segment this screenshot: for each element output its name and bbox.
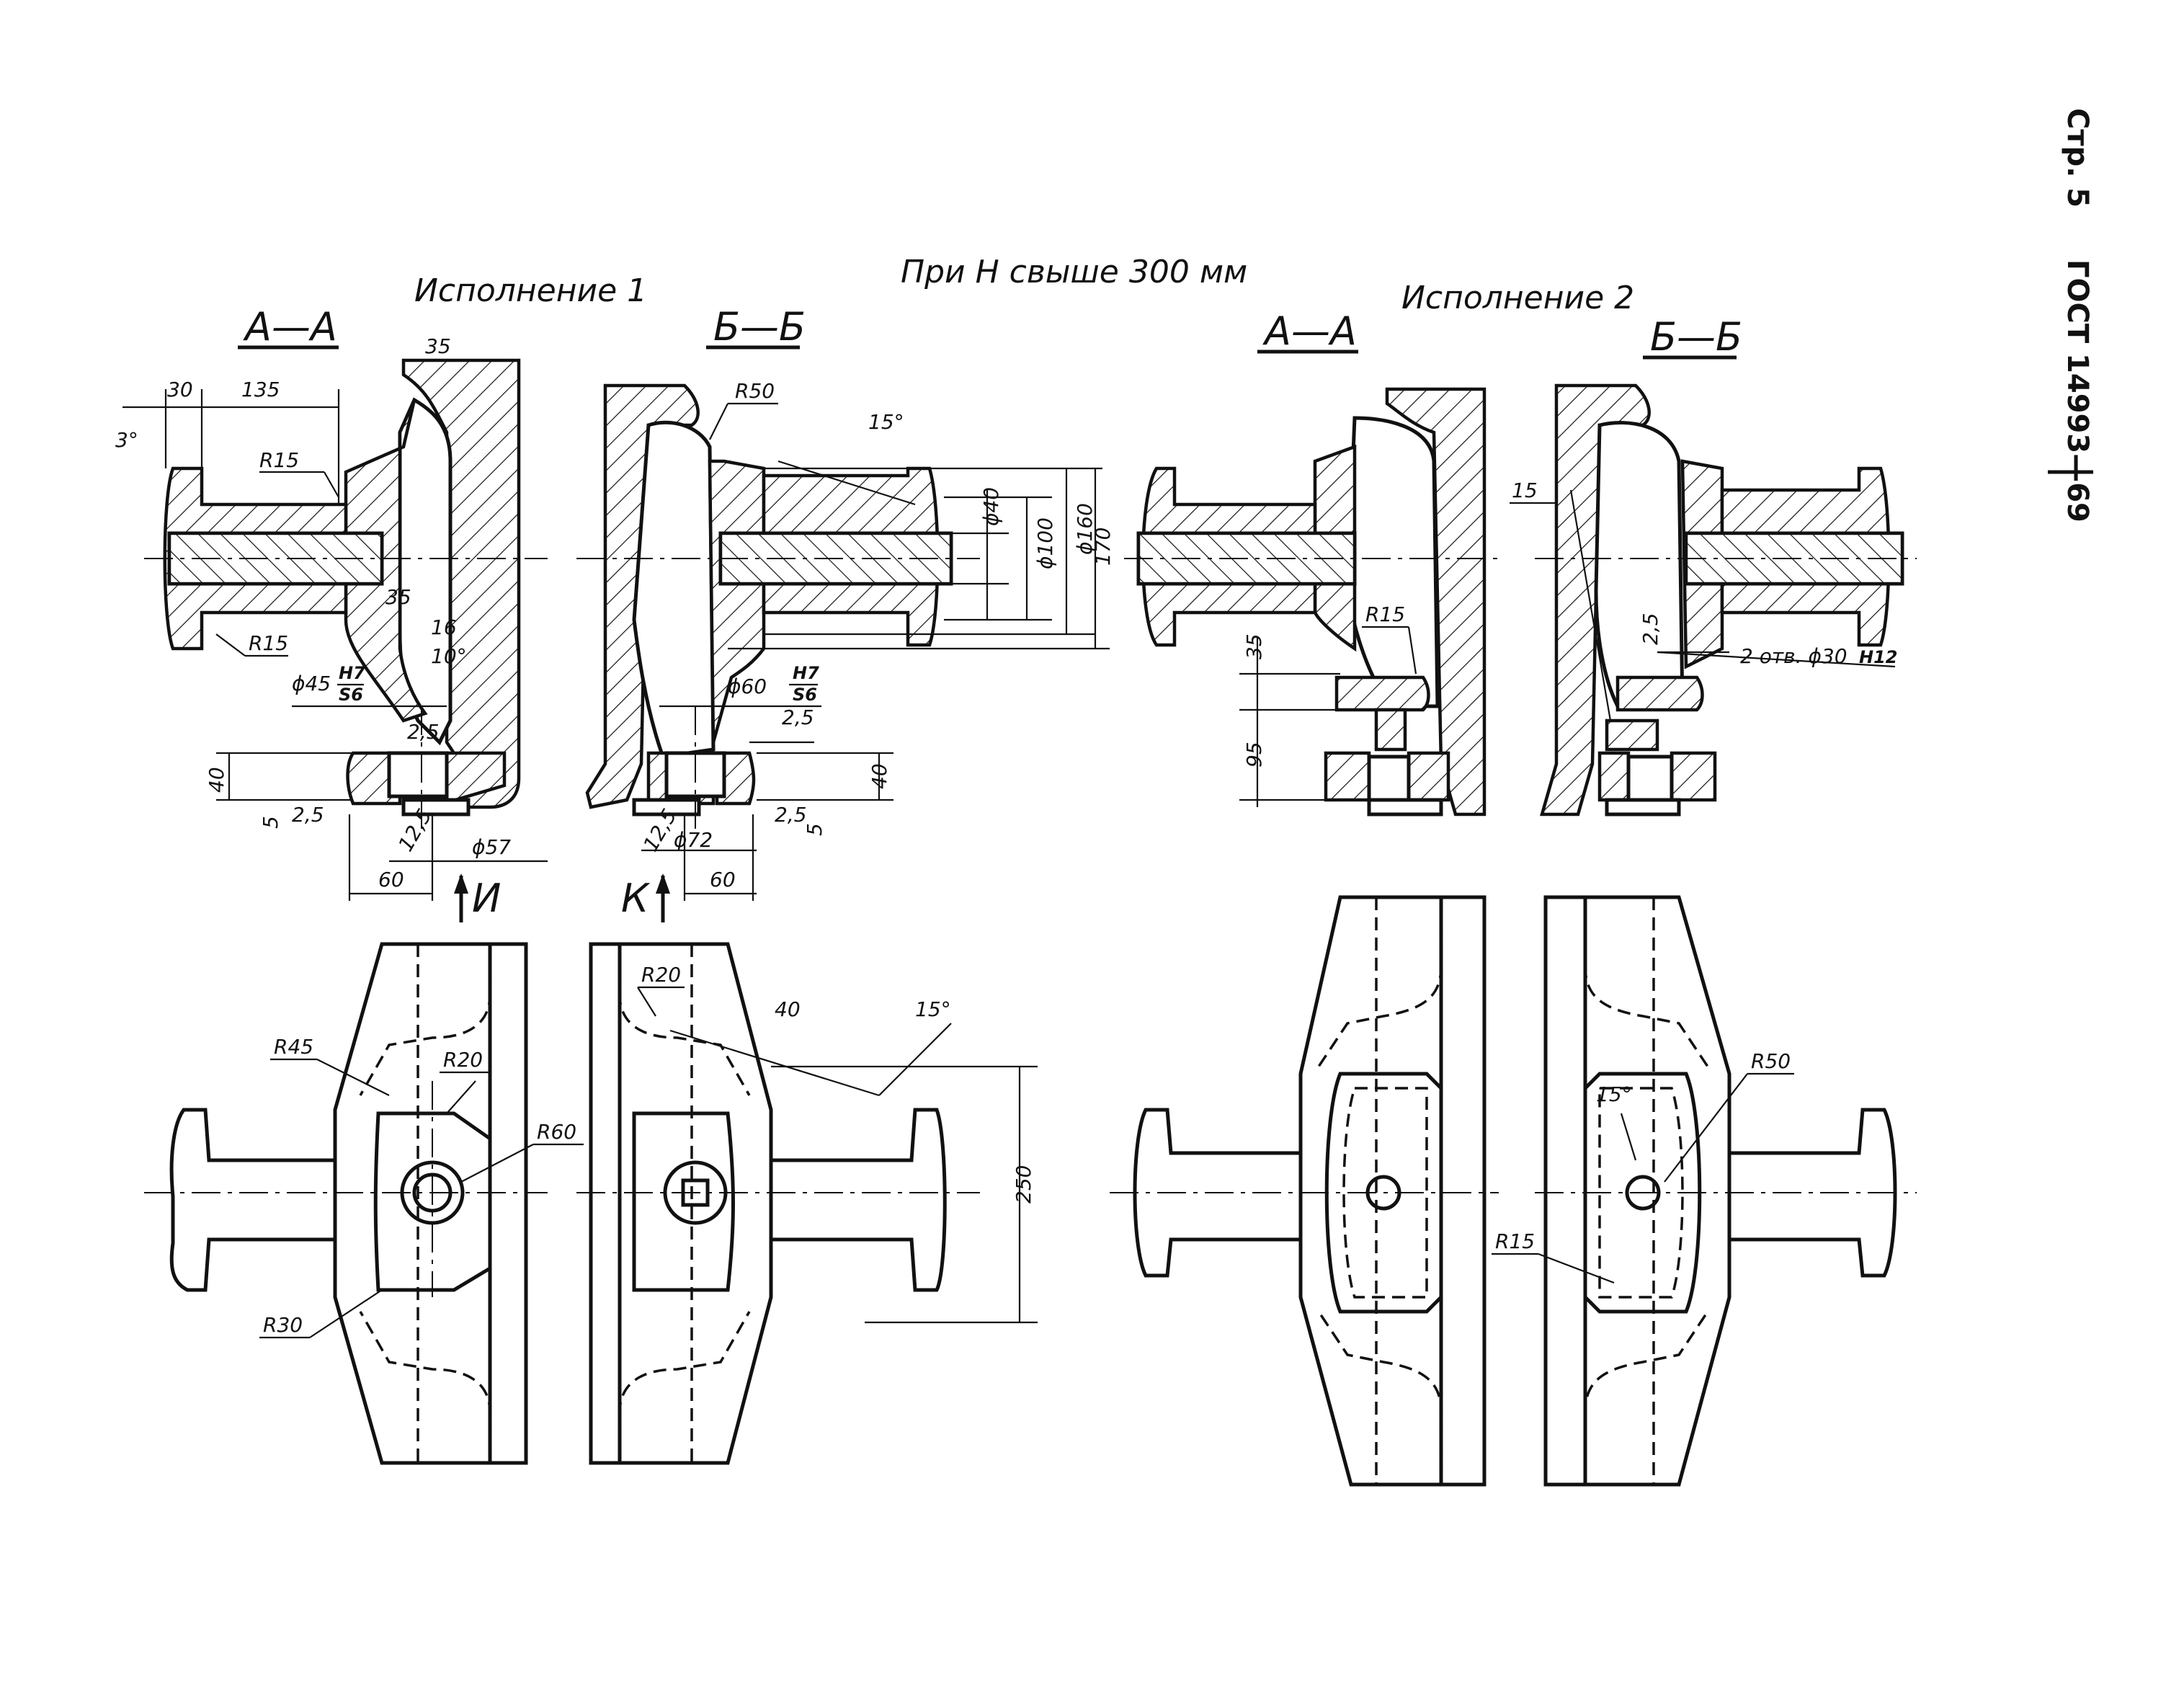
dim-15-v2: 15	[1512, 479, 1538, 502]
dim-r30: R30	[263, 1313, 303, 1337]
roughness-2-5-v2: 2,5	[1639, 613, 1662, 645]
roughness-2-5-bb2: 2,5	[775, 803, 807, 827]
dim-5: 5	[259, 816, 282, 829]
dim-16: 16	[431, 615, 457, 639]
v1-section-bb	[576, 383, 980, 829]
variant-2-title: Исполнение 2	[1401, 280, 1634, 316]
view-label-k: К	[621, 876, 651, 921]
dim-40-plan: 40	[775, 997, 801, 1021]
dim-r15-v2: R15	[1365, 602, 1405, 626]
dim-r50: R50	[735, 379, 775, 403]
v1-plan-dimensions: R45 R20 R60 R30 R20 40 15° 250	[259, 963, 1038, 1339]
fit-h7-b: H7	[793, 663, 819, 683]
dim-phi72: ϕ72	[674, 828, 713, 852]
dim-phi60: ϕ60	[728, 675, 767, 698]
dim-r20-left: R20	[443, 1048, 483, 1072]
variant-1-title: Исполнение 1	[414, 272, 647, 309]
dim-phi160: ϕ160	[1073, 503, 1097, 555]
side-stamp: Стр. 5 ГОСТ 14993—69	[2048, 108, 2094, 522]
dim-angle-15: 15°	[868, 410, 904, 434]
v2-plan-dimensions: 15° R50 R15	[1492, 1049, 1794, 1284]
dim-35: 35	[425, 334, 451, 358]
v1-section-aa	[144, 358, 548, 829]
section-label-v2-bb: Б—Б	[1650, 314, 1742, 360]
v2-plan-view-right	[1535, 895, 1917, 1487]
dim-phi57: ϕ57	[472, 835, 511, 859]
dim-r15-v2-plan: R15	[1495, 1229, 1535, 1253]
v2-plan-view-left	[1110, 895, 1499, 1487]
section-label-v2-aa: А—А	[1262, 308, 1357, 354]
roughness-2-5-b: 2,5	[292, 803, 324, 827]
holes-note: 2 отв. ϕ30	[1740, 644, 1848, 668]
dim-angle-10: 10°	[431, 644, 467, 668]
dim-angle-3: 3°	[115, 428, 138, 452]
dim-phi45: ϕ45	[292, 672, 331, 695]
v2-section-aa	[1124, 387, 1499, 816]
v1-plan-view-left	[144, 942, 548, 1465]
roughness-2-5-bb: 2,5	[782, 706, 814, 729]
dim-35-v2: 35	[1242, 633, 1266, 659]
fit-s6: S6	[339, 685, 363, 705]
dim-r15-lower: R15	[249, 631, 288, 655]
standard-number: ГОСТ 14993—69	[2061, 259, 2094, 522]
v2-bb-dimensions: 15 2,5 2 отв. ϕ30 H12	[1510, 479, 1897, 721]
dim-r60: R60	[537, 1120, 576, 1144]
section-label-v1-bb: Б—Б	[713, 304, 806, 350]
dim-35-inner: 35	[385, 585, 411, 609]
view-arrow-k: К	[621, 873, 670, 922]
dim-angle-15-v2: 15°	[1596, 1082, 1632, 1106]
holes-fit: H12	[1859, 647, 1897, 667]
dim-30: 30	[167, 378, 193, 401]
v1-bb-dimensions: R50 15° ϕ40 ϕ100 ϕ160 170 ϕ60 H7 S6 2,5 …	[638, 379, 1115, 901]
view-label-i: И	[472, 876, 501, 921]
roughness-2-5: 2,5	[407, 720, 440, 744]
dim-r20-right: R20	[641, 963, 681, 987]
dim-r15-upper: R15	[259, 448, 299, 472]
dim-5-b: 5	[803, 823, 826, 836]
v1-plan-view-right	[576, 942, 980, 1465]
dim-40-b: 40	[868, 763, 891, 789]
dim-170: 170	[1091, 528, 1115, 566]
dim-60-b: 60	[710, 868, 736, 891]
dim-angle-15-plan: 15°	[915, 997, 951, 1021]
page-number: Стр. 5	[2061, 108, 2094, 208]
dim-r45: R45	[274, 1035, 313, 1059]
dim-phi40: ϕ40	[979, 487, 1003, 526]
dim-95: 95	[1242, 742, 1266, 767]
dim-60: 60	[378, 868, 404, 891]
dim-40: 40	[205, 767, 228, 793]
section-label-v1-aa: А—А	[243, 304, 337, 350]
condition-title: При H свыше 300 мм	[901, 254, 1247, 290]
v2-section-bb	[1535, 383, 1917, 816]
dim-135: 135	[241, 378, 280, 401]
fit-s6-b: S6	[793, 685, 817, 705]
fit-h7: H7	[339, 663, 365, 683]
view-arrow-i: И	[454, 873, 501, 922]
dim-r50-v2: R50	[1751, 1049, 1791, 1073]
dim-250: 250	[1012, 1165, 1035, 1203]
dim-phi100: ϕ100	[1033, 517, 1057, 569]
v2-aa-dimensions: R15 35 95	[1239, 602, 1417, 807]
v1-aa-dimensions: 35 30 135 3° R15 R15 35 16 10° ϕ45 H7 S6…	[115, 334, 548, 901]
